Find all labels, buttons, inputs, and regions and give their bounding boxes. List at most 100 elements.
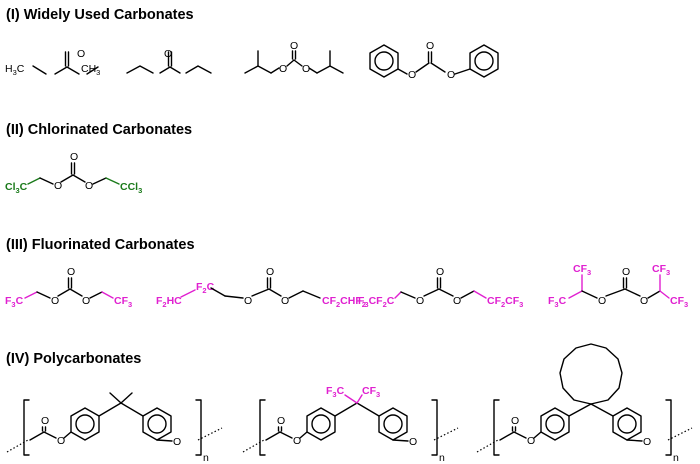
cyclododecane-ring [559, 343, 623, 405]
cf2-left-label: F2C [196, 281, 215, 295]
phenylene-ring-left [70, 407, 100, 441]
phenylene-ring-right [142, 407, 172, 441]
bisphenol-a-polycarbonate: n O O O [6, 392, 223, 464]
chain-continuation-left [476, 439, 499, 453]
phenylene-ring-left [540, 407, 570, 441]
phenylene-ring-right [612, 407, 642, 441]
cf3-right-label: CF3 [114, 295, 132, 309]
carbonyl-oxygen: O [436, 266, 444, 278]
diethyl-carbonate-bonds [126, 51, 212, 74]
carbonyl-oxygen: O [77, 48, 85, 60]
carbonyl-oxygen: O [70, 151, 78, 163]
repeat-bracket-left [259, 399, 266, 456]
c2f5-right-label: CF2CF3 [487, 295, 523, 309]
ccl3-right-label: CCl3 [120, 181, 142, 195]
ccl3-left-label: Cl3C [5, 181, 28, 195]
cf3-top-right-label: CF3 [652, 263, 670, 277]
diphenyl-carbonate: O O O [369, 40, 499, 81]
bis-trifluoroethyl-carbonate: F3C O O O CF3 [5, 266, 132, 309]
carbonyl-oxygen: O [277, 415, 285, 427]
dimethyl-carbonate: H3C O CH3 [5, 48, 100, 77]
c2f5-left-label: F3CF2C [358, 295, 395, 309]
chain-continuation-right [197, 427, 223, 441]
chf2cf2-left-label: F2HC [156, 295, 182, 309]
phenoxy-oxygen: O [173, 436, 181, 448]
heading-polycarbonates: (IV) Polycarbonates [6, 351, 141, 367]
cf3-right-label: CF3 [670, 295, 688, 309]
f3c-label: F3C [326, 385, 345, 399]
carbonyl-oxygen: O [41, 415, 49, 427]
ester-oxygen-right: O [640, 295, 648, 307]
cf2chf2-right-label: CF2CHF2 [322, 295, 366, 309]
methyl-left-label: H3C [5, 63, 25, 77]
bis-hexafluoroisopropyl-carbonate-bonds [568, 274, 670, 299]
cyclododecylidene-bisphenol-polycarbonate: n O O O [476, 343, 693, 464]
repeat-bracket-left [23, 399, 30, 456]
methyl-right-label: CH3 [81, 63, 100, 77]
ester-oxygen-right: O [453, 295, 461, 307]
bis-tetrafluoropropyl-carbonate: F2HC F2C O O O CF2CHF2 [156, 266, 366, 309]
phenyl-ring-right [469, 44, 499, 78]
repeat-bracket-left [493, 399, 500, 456]
ester-oxygen-left: O [244, 295, 252, 307]
heading-fluorinated: (III) Fluorinated Carbonates [6, 237, 195, 253]
ester-oxygen-left: O [51, 295, 59, 307]
heading-widely-used: (I) Widely Used Carbonates [6, 7, 194, 23]
carbonate-oxygen: O [293, 435, 301, 447]
ester-oxygen-left: O [416, 295, 424, 307]
carbonate-oxygen: O [57, 435, 65, 447]
cf3-left-label: F3C [548, 295, 567, 309]
cyclododecylidene-bonds [499, 403, 643, 442]
phenoxy-oxygen: O [643, 436, 651, 448]
ester-oxygen-left: O [279, 63, 287, 75]
repeat-unit-label: n [203, 452, 209, 464]
phenoxy-oxygen: O [409, 436, 417, 448]
carbonyl-oxygen: O [511, 415, 519, 427]
diisopropyl-carbonate-bonds [244, 50, 344, 74]
chain-continuation-right [433, 427, 459, 441]
carbonyl-oxygen: O [290, 40, 298, 52]
heading-chlorinated: (II) Chlorinated Carbonates [6, 122, 192, 138]
cf3-label: CF3 [362, 385, 380, 399]
hexafluorobisphenol-a-polycarbonate: n O O O F3C CF3 [242, 385, 459, 464]
chain-continuation-right [667, 427, 693, 441]
bis-pentafluoropropyl-carbonate-bonds [394, 277, 487, 299]
carbonyl-oxygen: O [266, 266, 274, 278]
carbonyl-oxygen: O [67, 266, 75, 278]
bis-hexafluoroisopropyl-carbonate: F3C CF3 O O O CF3 CF3 [548, 263, 688, 309]
carbonyl-oxygen: O [622, 266, 630, 278]
cf3-top-left-label: CF3 [573, 263, 591, 277]
bisphenol-a-bonds [29, 392, 173, 442]
chain-continuation-left [6, 439, 29, 453]
hexafluorobisphenol-a-bonds [265, 394, 409, 442]
ester-oxygen-right: O [85, 180, 93, 192]
ester-oxygen-right: O [281, 295, 289, 307]
bis-trichloroethyl-carbonate-bonds [27, 162, 120, 185]
dimethyl-carbonate-bonds [32, 51, 99, 75]
ester-oxygen-right: O [302, 63, 310, 75]
diisopropyl-carbonate: O O O [244, 40, 344, 75]
diphenyl-carbonate-bonds [397, 51, 471, 75]
bis-trifluoroethyl-carbonate-bonds [24, 277, 114, 299]
repeat-unit-label: n [439, 452, 445, 464]
repeat-bracket-right [431, 399, 438, 456]
bis-tetrafluoropropyl-carbonate-bonds [180, 277, 321, 299]
repeat-bracket-right [665, 399, 672, 456]
ester-oxygen-right: O [447, 69, 455, 81]
carbonate-oxygen: O [527, 435, 535, 447]
carbonyl-oxygen: O [426, 40, 434, 52]
ester-oxygen-left: O [408, 69, 416, 81]
diethyl-carbonate: O [126, 48, 212, 74]
bis-pentafluoropropyl-carbonate: F3CF2C O O O CF2CF3 [358, 266, 523, 309]
ester-oxygen-left: O [54, 180, 62, 192]
chain-continuation-left [242, 439, 265, 453]
bis-trichloroethyl-carbonate: Cl3C O O O CCl3 [5, 151, 142, 195]
phenylene-ring-right [378, 407, 408, 441]
ester-oxygen-right: O [82, 295, 90, 307]
phenylene-ring-left [306, 407, 336, 441]
repeat-unit-label: n [673, 452, 679, 464]
phenyl-ring-left [369, 44, 399, 78]
repeat-bracket-right [195, 399, 202, 456]
cf3-left-label: F3C [5, 295, 24, 309]
